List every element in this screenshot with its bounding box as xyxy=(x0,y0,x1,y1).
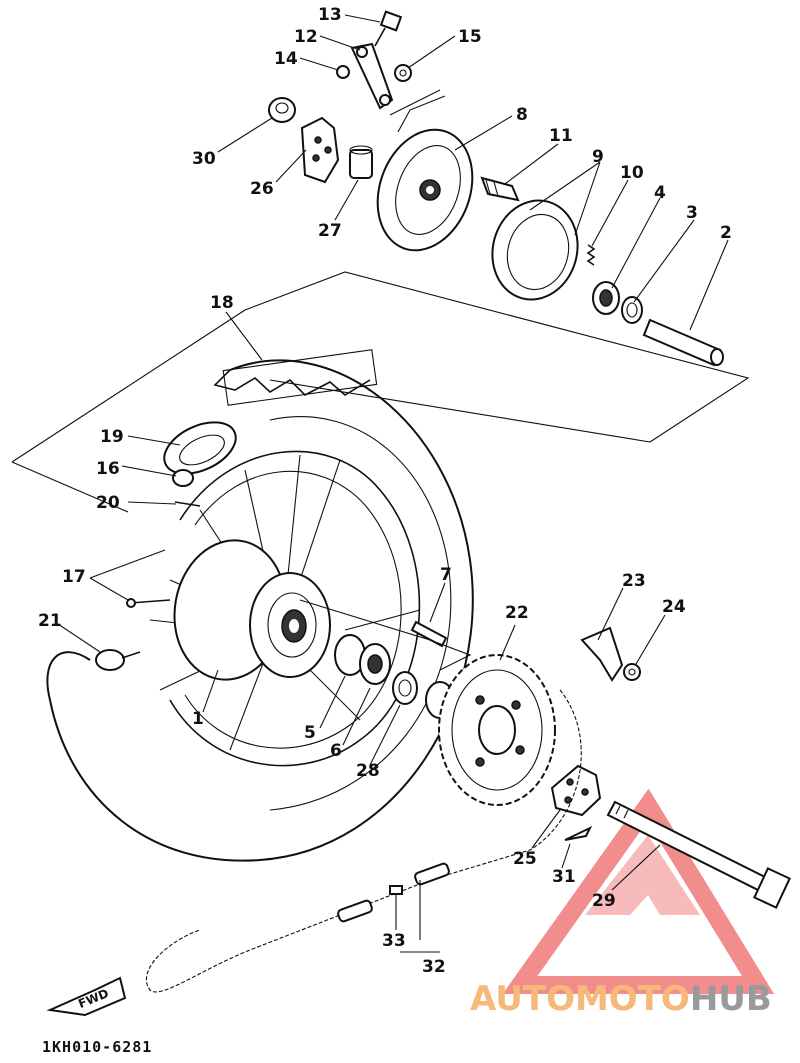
assembly-outline xyxy=(11,271,750,513)
callout-4: 4 xyxy=(654,183,666,203)
leader-lines xyxy=(57,14,729,953)
sprocket-22-icon xyxy=(438,654,556,806)
callout-29: 29 xyxy=(592,891,616,911)
callout-10: 10 xyxy=(620,163,644,183)
callout-30: 30 xyxy=(192,149,216,169)
callout-14: 14 xyxy=(274,49,298,69)
callout-11: 11 xyxy=(549,126,573,146)
callout-9: 9 xyxy=(592,147,604,167)
spacer-2-icon xyxy=(642,318,724,367)
seal-3-icon xyxy=(621,296,643,324)
assembly-outline-top xyxy=(389,89,446,133)
stud-7-icon xyxy=(410,620,448,648)
bearing-4-icon xyxy=(592,281,620,315)
callout-21: 21 xyxy=(38,611,62,631)
watermark-logo-icon xyxy=(502,788,775,994)
callout-8: 8 xyxy=(516,105,528,125)
brake-plate-8-icon xyxy=(376,128,474,252)
callout-5: 5 xyxy=(304,723,316,743)
watermark-text: AUTOMOTOHUB xyxy=(470,979,772,1019)
callout-17: 17 xyxy=(62,567,86,587)
seal-28-icon xyxy=(392,671,418,705)
hub-26-icon xyxy=(300,116,340,184)
callout-6: 6 xyxy=(330,741,342,761)
nut-24-icon xyxy=(623,663,641,681)
callout-27: 27 xyxy=(318,221,342,241)
callout-labels: 13 12 14 15 30 26 27 8 11 9 10 4 3 2 18 … xyxy=(38,5,732,977)
bolt-13-icon xyxy=(374,10,403,47)
chain-link-32-icon xyxy=(337,862,450,923)
watermark-part2: HUB xyxy=(690,979,772,1019)
callout-13: 13 xyxy=(318,5,342,25)
rimband-16-icon xyxy=(172,469,194,487)
collar-27-icon xyxy=(349,145,373,179)
axle-29-icon xyxy=(606,800,791,909)
callout-26: 26 xyxy=(250,179,274,199)
callout-20: 20 xyxy=(96,493,120,513)
washer-15-icon xyxy=(394,64,412,82)
chain-icon xyxy=(145,689,582,993)
callout-31: 31 xyxy=(552,867,576,887)
callout-24: 24 xyxy=(662,597,686,617)
callout-22: 22 xyxy=(505,603,529,623)
cam-lever-12-icon xyxy=(350,42,394,110)
nut-30-icon xyxy=(268,97,296,123)
callout-32: 32 xyxy=(422,957,446,977)
callout-7: 7 xyxy=(440,565,452,585)
valve-21-icon xyxy=(95,649,141,671)
callout-23: 23 xyxy=(622,571,646,591)
callout-3: 3 xyxy=(686,203,698,223)
camshaft-11-icon xyxy=(480,176,520,202)
callout-15: 15 xyxy=(458,27,482,47)
callout-25: 25 xyxy=(513,849,537,869)
callout-1: 1 xyxy=(192,709,204,729)
diagram-code: 1KH010-6281 xyxy=(42,1038,152,1056)
nipple-20-icon xyxy=(174,501,201,507)
callout-33: 33 xyxy=(382,931,406,951)
clip-31-icon xyxy=(564,825,593,841)
tube-19-icon xyxy=(163,421,237,475)
callout-18: 18 xyxy=(210,293,234,313)
nut-14-icon xyxy=(336,65,350,79)
spoke-17-icon xyxy=(126,598,171,608)
fwd-arrow-icon: FWD xyxy=(46,976,127,1017)
chain-clip-33-icon xyxy=(389,885,403,895)
assembly-outline-hub xyxy=(299,599,472,671)
callout-28: 28 xyxy=(356,761,380,781)
hub-1-icon xyxy=(173,539,331,681)
callout-16: 16 xyxy=(96,459,120,479)
callout-19: 19 xyxy=(100,427,124,447)
callout-2: 2 xyxy=(720,223,732,243)
bracket-23-icon xyxy=(580,626,624,682)
plate-25-icon xyxy=(550,764,602,817)
brake-shoe-9-icon xyxy=(491,199,579,301)
bearing-5-icon xyxy=(334,634,391,685)
spring-10-icon xyxy=(586,244,596,266)
callout-12: 12 xyxy=(294,27,318,47)
watermark-part1: AUTOMOTO xyxy=(470,979,690,1019)
